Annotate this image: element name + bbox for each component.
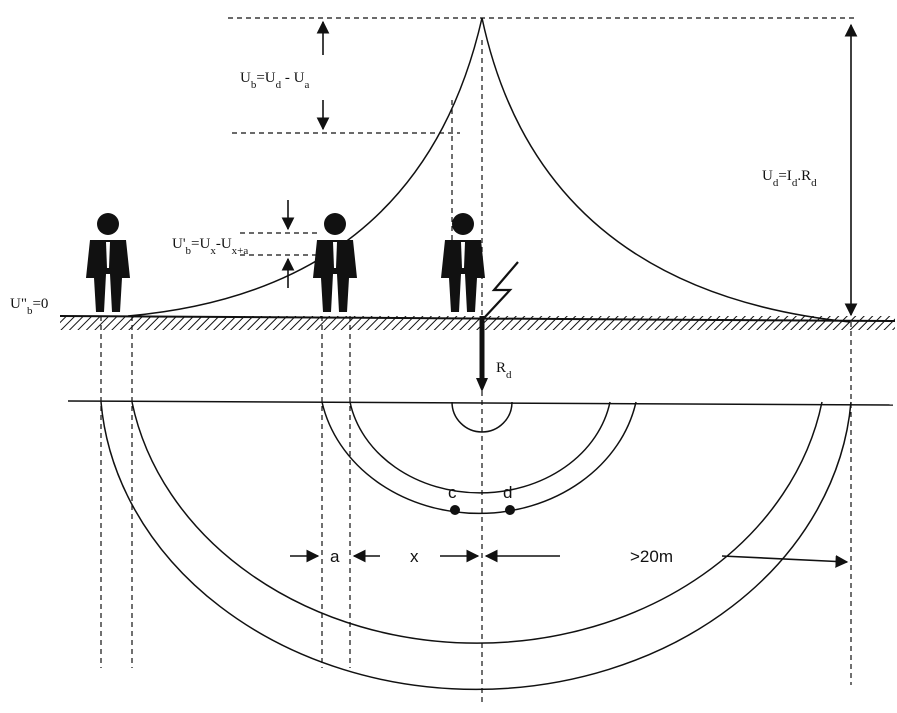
label-far: >20m	[630, 547, 673, 566]
equipotential-rings	[100, 401, 852, 691]
label-x: x	[410, 547, 419, 566]
label-d: d	[503, 483, 512, 502]
point-d-marker	[505, 505, 515, 515]
label-c: c	[448, 483, 457, 502]
label-rd: Rd	[496, 360, 512, 381]
ground-line	[59, 315, 896, 322]
person-touch-icon	[441, 213, 485, 312]
label-ud: Ud=Id.Rd	[762, 168, 817, 189]
label-ub-prime: U'b=Ux-Ux+a	[172, 236, 248, 257]
potential-curve	[127, 17, 851, 323]
person-step-icon	[313, 213, 357, 312]
point-c-marker	[450, 505, 460, 515]
vertical-guides	[100, 40, 852, 705]
lightning-icon	[483, 261, 519, 319]
label-ub: Ub=Ud - Ua	[240, 70, 309, 91]
label-ub-double-prime: U"b=0	[10, 296, 48, 317]
person-far-icon	[86, 213, 130, 312]
dimension-far	[484, 549, 849, 568]
label-a: a	[330, 547, 340, 566]
section-line	[67, 400, 894, 406]
